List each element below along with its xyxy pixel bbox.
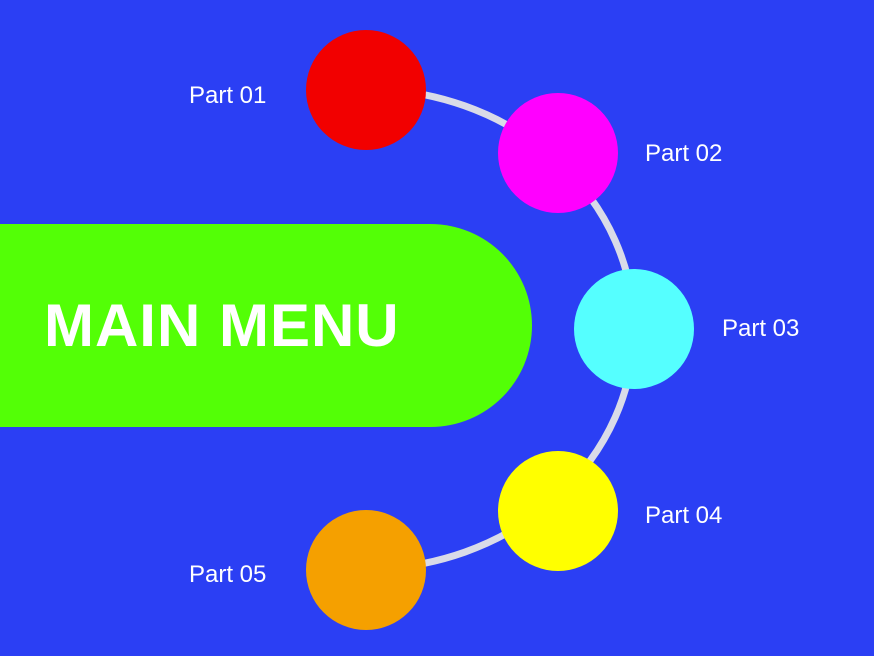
part-03-label[interactable]: Part 03	[722, 315, 800, 342]
main-menu-button[interactable]: MAIN MENU	[0, 224, 532, 427]
part-02-node[interactable]	[498, 93, 618, 213]
part-04-node[interactable]	[498, 451, 618, 571]
part-04-label[interactable]: Part 04	[645, 502, 723, 529]
part-01-node[interactable]	[306, 30, 426, 150]
part-03-node[interactable]	[574, 269, 694, 389]
part-05-label[interactable]: Part 05	[189, 561, 267, 588]
part-01-label[interactable]: Part 01	[189, 82, 267, 109]
part-05-node[interactable]	[306, 510, 426, 630]
main-menu-label: MAIN MENU	[44, 291, 400, 359]
part-02-label[interactable]: Part 02	[645, 140, 723, 167]
